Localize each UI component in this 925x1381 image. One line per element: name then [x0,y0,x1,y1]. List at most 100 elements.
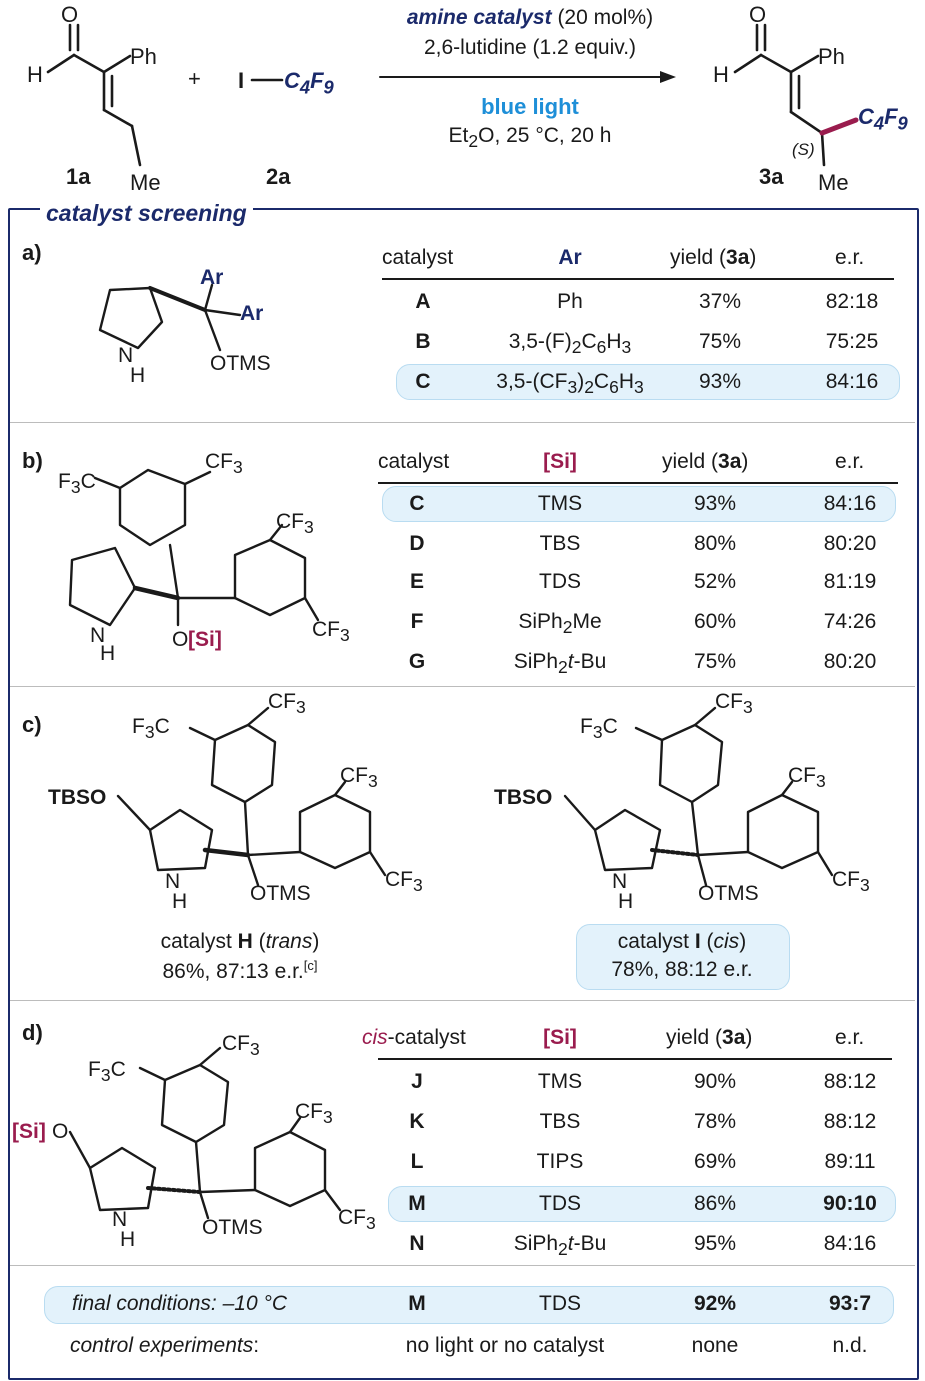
cell-catalyst: L [410,1150,424,1173]
f3c-label: F3C [580,715,618,743]
bond [288,1116,302,1134]
bond [693,706,717,727]
bond [759,53,793,74]
aryl-ring [118,468,187,547]
panel-c-label: c) [22,712,42,737]
col-header-er: e.r. [835,246,865,269]
stereo-descriptor: (S) [792,140,815,159]
bond [198,1046,222,1067]
panel-divider [10,1265,915,1266]
bond [816,850,834,877]
col-header-cis-catalyst: cis-catalyst [362,1026,466,1049]
reactant-2a-label: 2a [266,164,291,189]
highlight-final-conditions [44,1286,894,1324]
cell-si: SiPh2t-Bu [513,650,607,678]
cell-yield: 86% [693,1192,737,1215]
cell-er: 80:20 [823,650,877,673]
condition-light: blue light [481,94,579,119]
col-header-yield: yield (3a) [670,246,757,269]
condition-catalyst: amine catalyst (20 mol%) [406,6,654,29]
cell-catalyst: C [409,492,425,515]
condition-base: 2,6-lutidine (1.2 equiv.) [423,36,637,59]
cell-si: TMS [537,1070,583,1093]
highlight-row-c-b [382,486,896,522]
cell-er: 84:16 [823,1232,877,1255]
cell-catalyst: J [411,1070,423,1093]
final-er: 93:7 [828,1292,872,1315]
f3c-label: F3C [132,715,170,743]
bond [820,131,826,167]
bond [198,1188,257,1194]
otms-label: OTMS [698,882,759,905]
cell-catalyst: E [409,570,424,593]
cell-er: 84:16 [825,370,879,393]
cell-yield: 75% [698,330,742,353]
pyrrolidine-ring [68,546,137,627]
bond [634,726,664,742]
bond [333,780,347,797]
bond [268,523,284,542]
cell-yield: 95% [693,1232,737,1255]
cf3-label: CF3 [205,450,243,478]
cell-si: TDS [539,1192,581,1215]
col-header-yield: yield (3a) [666,1026,753,1049]
silyl-label: [Si] [188,628,222,651]
final-yield: 92% [693,1292,737,1315]
otms-label: OTMS [210,352,271,375]
panel-d-label: d) [22,1020,43,1045]
bond [93,476,122,490]
bond [130,124,142,167]
cf3-label: CF3 [312,618,350,646]
col-header-er: e.r. [835,450,865,473]
catalyst-h-caption: catalyst H (trans) [160,930,320,953]
cell-er: 81:19 [823,570,877,593]
cell-si: TIPS [536,1150,584,1173]
bond [789,54,820,74]
bond [116,794,152,832]
cell-si: TBS [539,1110,581,1133]
final-catalyst: M [408,1292,426,1315]
pyrrolidine-ring [593,808,662,872]
cell-yield: 52% [693,570,737,593]
bond [690,800,700,857]
product-h: H [713,62,729,87]
bond [780,780,794,797]
scheme-o: O [61,2,79,27]
bond [246,850,302,857]
bond [563,794,597,832]
bond [323,1188,342,1212]
cell-yield: 93% [693,492,737,515]
nh-hydrogen: H [618,890,634,913]
panel-divider [10,686,915,687]
c4f9-wedge-bond [819,117,859,136]
nh-nitrogen: N [112,1208,128,1231]
tbso-label: TBSO [48,786,107,809]
panel-a-label: a) [22,240,42,265]
bond [243,800,250,857]
product-ph: Ph [818,44,845,69]
bond [203,283,214,312]
cell-catalyst: B [415,330,431,353]
highlight-row-m [388,1186,896,1222]
aryl-ring [746,793,820,870]
control-er: n.d. [832,1334,868,1357]
highlight-row-c [396,364,900,400]
bond [246,853,260,887]
oxygen-label: O [172,628,189,651]
highlight-catalyst-i [576,924,790,990]
bond [368,850,387,877]
scheme-h: H [27,62,43,87]
bond [168,543,180,600]
control-label: control experiments: [70,1334,260,1357]
catalyst-i-caption: catalyst I (cis) [617,930,747,953]
cf3-label: CF3 [385,868,423,896]
final-si: TDS [539,1292,581,1315]
bond [183,470,212,486]
cf3-label: CF3 [268,690,306,718]
col-header-yield: yield (3a) [662,450,749,473]
cf3-label: CF3 [276,510,314,538]
col-header-si: [Si] [543,1026,577,1049]
cf3-label: CF3 [788,764,826,792]
cell-er: 89:11 [824,1150,876,1173]
panel-b-label: b) [22,448,43,473]
